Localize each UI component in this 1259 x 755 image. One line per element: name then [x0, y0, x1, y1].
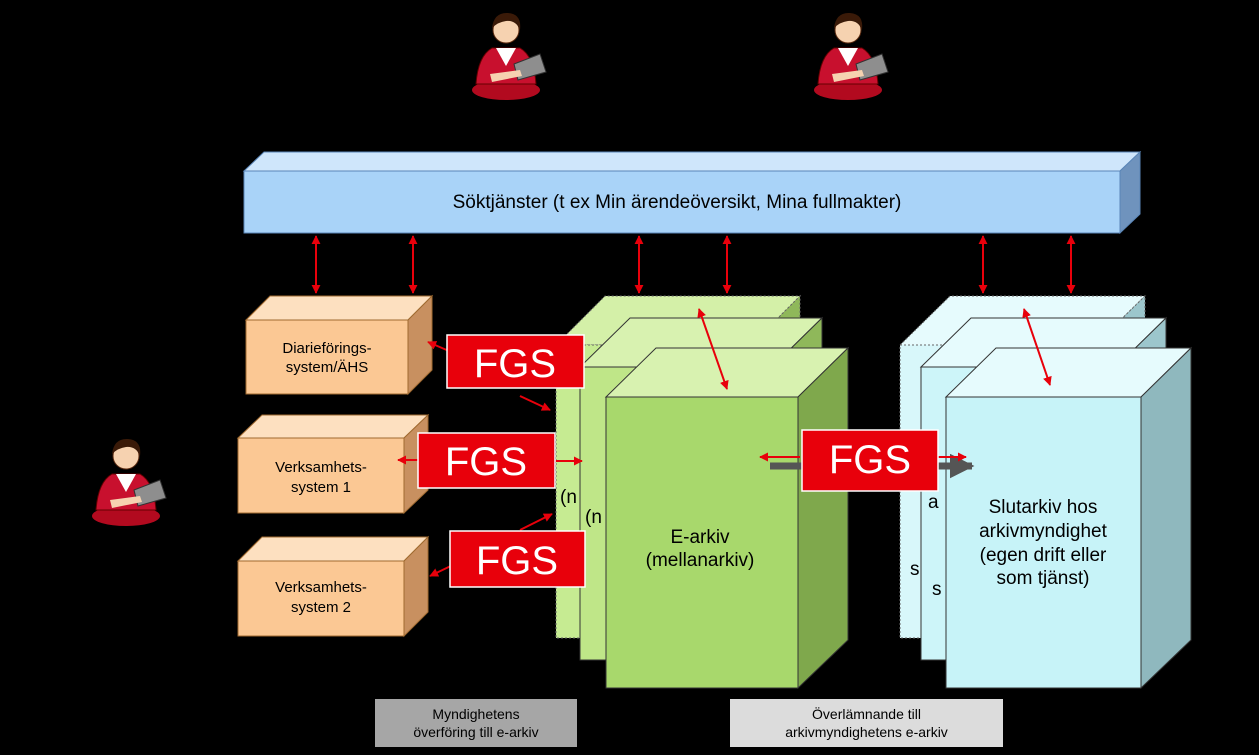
person-at-laptop-icon	[471, 12, 547, 101]
fgs-badge: FGS	[446, 334, 585, 389]
caption-transfer-to-e-archive: Myndighetens överföring till e-arkiv	[375, 699, 577, 747]
system-box-verksamhet-2: Verksamhets- system 2	[236, 535, 430, 638]
final-archive-label-line3: (egen drift eller	[980, 545, 1107, 566]
caption-line: överföring till e-arkiv	[413, 724, 539, 740]
e-archive-back-label: (n	[560, 487, 577, 508]
e-archive-stack: (n (n E-arkiv (mellanarkiv)	[554, 294, 850, 690]
fgs-badge: FGS	[801, 429, 939, 492]
final-archive-stack: a s s Slutarkiv hos arkivmyndighet (egen…	[898, 294, 1193, 690]
system-label-line1: Diarieförings-	[282, 340, 371, 357]
connector-arrows	[311, 235, 1076, 294]
system-label-line2: system 1	[291, 479, 351, 496]
final-archive-back-label: s	[932, 579, 942, 600]
final-archive-label-line1: Slutarkiv hos	[989, 497, 1098, 518]
final-archive-label-line2: arkivmyndighet	[979, 521, 1107, 542]
fgs-label: FGS	[445, 440, 527, 484]
fgs-label: FGS	[829, 438, 911, 482]
system-label-line1: Verksamhets-	[275, 579, 367, 596]
caption-line: Myndighetens	[432, 706, 520, 722]
fgs-badge: FGS	[417, 432, 556, 489]
system-label-line2: system 2	[291, 599, 351, 616]
e-archive-label-line2: (mellanarkiv)	[646, 550, 755, 571]
search-services-bar: Söktjänster (t ex Min ärendeöversikt, Mi…	[242, 150, 1142, 235]
search-bar-label: Söktjänster (t ex Min ärendeöversikt, Mi…	[453, 192, 902, 213]
system-label-line2: system/ÄHS	[286, 359, 369, 376]
system-box-diarie: Diarieförings- system/ÄHS	[244, 294, 434, 396]
final-archive-back-label: a	[928, 492, 939, 513]
fgs-badge: FGS	[449, 530, 586, 588]
fgs-label: FGS	[476, 539, 558, 583]
e-archive-label-line1: E-arkiv	[670, 527, 730, 548]
system-box-verksamhet-1: Verksamhets- system 1	[236, 413, 430, 515]
caption-handover-to-archive-authority: Överlämnande till arkivmyndighetens e-ar…	[730, 699, 1003, 747]
fgs-label: FGS	[474, 342, 556, 386]
caption-line: arkivmyndighetens e-arkiv	[785, 724, 948, 740]
connector-arrows	[397, 308, 1052, 577]
person-at-laptop-icon	[91, 438, 167, 527]
final-archive-label-line4: som tjänst)	[997, 568, 1090, 589]
e-archive-back-label: (n	[585, 507, 602, 528]
final-archive-back-label: s	[910, 559, 920, 580]
system-label-line1: Verksamhets-	[275, 459, 367, 476]
person-at-laptop-icon	[813, 12, 889, 101]
caption-line: Överlämnande till	[812, 706, 921, 722]
